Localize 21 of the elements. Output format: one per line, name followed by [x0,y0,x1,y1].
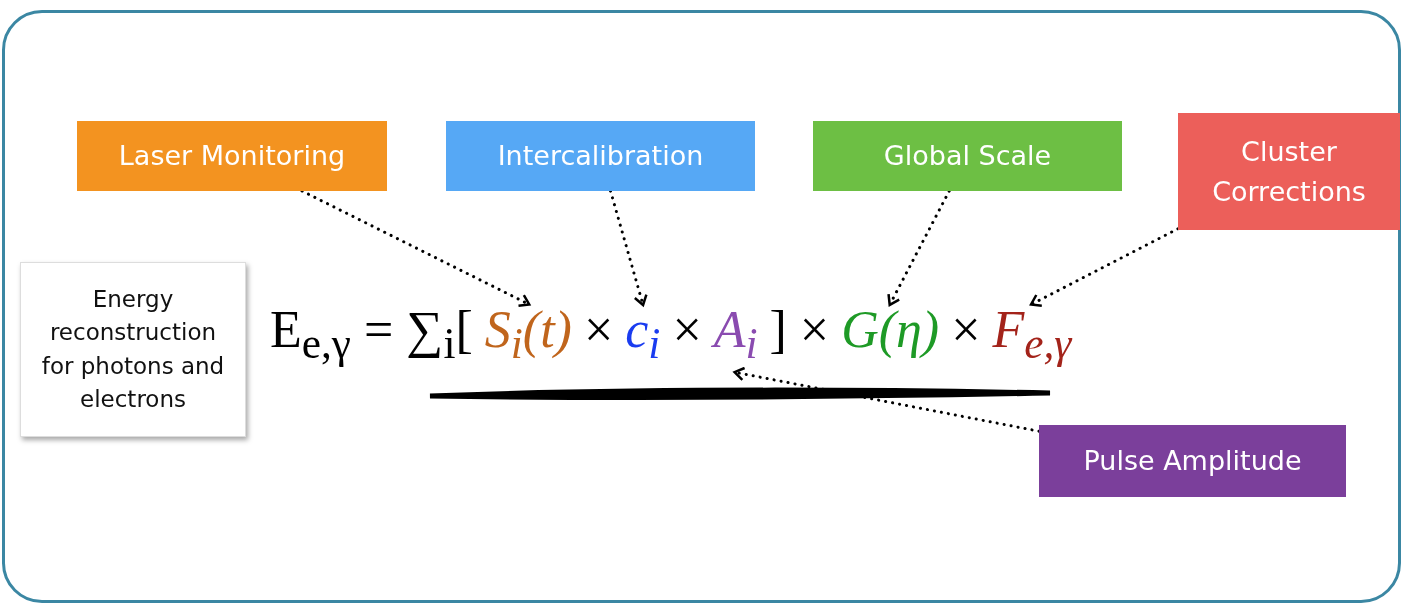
formula-text: × [583,300,614,359]
callout-box: Pulse Amplitude [1039,425,1346,497]
formula-term: F$_{e,γ}$ [992,300,1072,369]
leader-arrow [300,189,531,308]
callout-box: Laser Monitoring [77,121,387,191]
formula-term: A$_{i}$ [713,300,758,369]
formula-text: E$_{e,γ}$ = ∑$_{i}$[ [270,300,473,369]
callout-box: Intercalibration [446,121,755,191]
formula-term: c$_{i}$ [625,300,661,369]
formula-term: S$_{i}$(t) [484,300,572,369]
formula-text: × [672,300,702,359]
callout-box: Cluster Corrections [1178,113,1400,230]
formula-text: × [951,300,981,359]
leader-arrow [887,189,951,307]
leader-arrow [609,189,648,307]
leader-arrow [733,366,1041,433]
formula-term: G(η) [841,300,940,359]
leader-arrow [1029,227,1180,307]
note-card: Energy reconstruction for photons and electrons [20,262,246,437]
callout-box: Global Scale [813,121,1122,191]
formula-text: ] × [769,300,830,359]
